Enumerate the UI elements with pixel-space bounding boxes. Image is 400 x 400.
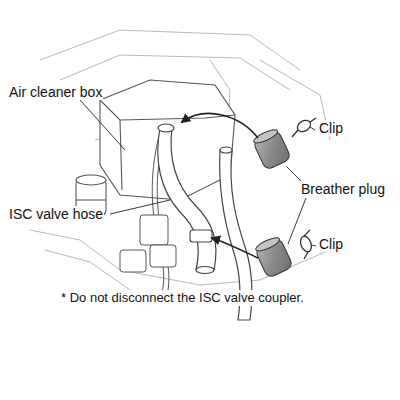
leader-lines — [80, 100, 316, 246]
breather-plug-top — [251, 127, 291, 171]
clip-top — [292, 118, 316, 137]
breather-plug-bottom — [253, 235, 293, 279]
hose-fitting — [190, 230, 212, 242]
part-label: Clip — [318, 236, 344, 252]
isc-valve-hose — [158, 124, 216, 274]
background-engine — [30, 30, 330, 300]
part-label: Air cleaner box — [8, 84, 103, 100]
clip-bottom — [299, 230, 314, 259]
part-label: Breather plug — [300, 181, 386, 197]
part-label: ISC valve hose — [8, 206, 104, 222]
part-label: Clip — [318, 120, 344, 136]
assembly-arrows — [182, 113, 258, 258]
note-text: * Do not disconnect the ISC valve couple… — [60, 290, 305, 306]
